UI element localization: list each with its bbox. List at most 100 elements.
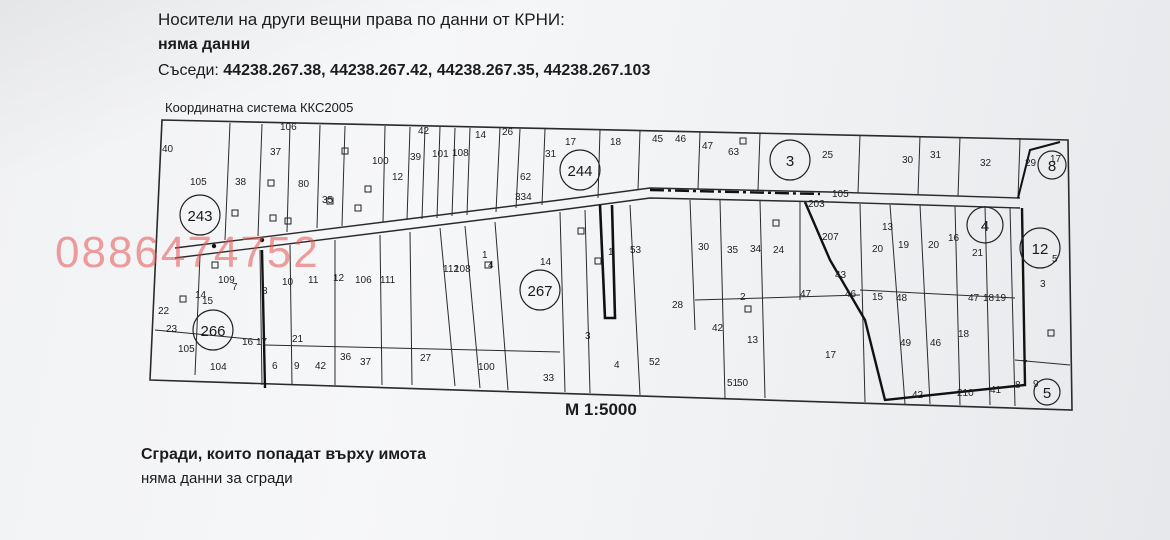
building-symbol (267, 179, 275, 187)
parcel-label: 41 (990, 385, 1002, 396)
parcel-label: 21 (972, 248, 984, 259)
parcel-label: 3 (1040, 279, 1046, 290)
parcel-label: 108 (452, 148, 469, 159)
building-symbol (341, 147, 349, 155)
parcel-label: 18 (610, 137, 622, 148)
parcel-label: 14 (475, 130, 487, 141)
neighbors-label: Съседи: (158, 62, 219, 79)
parcel-label: 210 (957, 388, 974, 399)
building-symbol (772, 219, 780, 227)
building-symbol (354, 204, 362, 212)
block-circle (192, 309, 234, 351)
road-lower (174, 197, 1021, 259)
parcel-label: 105 (832, 189, 849, 200)
parcel-label: 49 (900, 338, 912, 349)
block-circle (519, 269, 561, 311)
map-boundary (149, 119, 1073, 411)
parcel-label: 15 (202, 296, 214, 307)
parcel-label: 16 (948, 233, 960, 244)
parcel-label: 7 (232, 282, 238, 293)
parcel-label: 17 (825, 350, 837, 361)
parcel-label: 4 (614, 360, 620, 371)
parcel-label: 14 (195, 290, 207, 301)
parcel-label: 15 (872, 292, 884, 303)
parcel-label: 9 (294, 361, 300, 372)
parcel-label: 2 (740, 292, 746, 303)
parcel-label: 32 (980, 158, 992, 169)
parcel-label: 42 (712, 323, 724, 334)
parcel-label: 100 (478, 362, 495, 373)
parcel-label: 27 (420, 353, 432, 364)
parcel-label: 80 (298, 179, 310, 190)
parcel-label: 112 (443, 264, 459, 275)
survey-point (259, 237, 265, 243)
block-label: 266 (200, 323, 225, 340)
block-circle (179, 194, 221, 236)
parcel-label: 101 (432, 149, 449, 160)
parcel-label: 14 (540, 257, 552, 268)
block-label: 8 (1048, 158, 1056, 175)
parcel-label: 43 (835, 270, 847, 281)
parcel-label: 47 (800, 289, 812, 300)
parcel-label: 12 (333, 273, 345, 284)
parcel-label: 47 (968, 293, 980, 304)
parcel-label: 30 (698, 242, 710, 253)
parcel-label: 29 (1025, 158, 1037, 169)
parcel-label: 105 (178, 344, 195, 355)
block-label: 244 (567, 163, 592, 180)
parcel-label: 12 (392, 172, 404, 183)
building-symbol (269, 214, 277, 222)
parcel-label: 42 (315, 361, 327, 372)
building-symbol (577, 227, 585, 235)
parcel-label: 105 (190, 177, 207, 188)
block-label: 243 (187, 208, 212, 225)
parcel-label: 334 (515, 192, 532, 203)
parcel-label: 10 (282, 277, 294, 288)
parcel-label: 53 (630, 245, 642, 256)
parcel-label: 50 (737, 378, 749, 389)
building-symbol (594, 257, 602, 265)
building-symbol (739, 137, 747, 145)
block-label: 3 (786, 153, 794, 170)
parcel-label: 8 (262, 286, 268, 297)
block-circle (1033, 378, 1061, 406)
building-symbol (284, 217, 292, 225)
block-label: 12 (1032, 241, 1049, 258)
parcel-label: 16 (242, 337, 254, 348)
parcel-label: 46 (675, 134, 687, 145)
holders-value: няма данни (158, 36, 251, 53)
parcel-label: 52 (649, 357, 661, 368)
parcel-label: 46 (845, 289, 857, 300)
block-label: 4 (981, 218, 989, 235)
parcel-label: 19 (898, 240, 910, 251)
coordinate-system: Координатна система ККС2005 (165, 100, 354, 115)
block-circle (1037, 150, 1067, 180)
parcel-label: 20 (872, 244, 884, 255)
building-symbol (1047, 329, 1055, 337)
parcel-label: 203 (808, 199, 825, 210)
parcel-label: 17 (1050, 154, 1062, 165)
block-label: 267 (527, 283, 552, 300)
parcel-label: 42 (418, 126, 430, 137)
block-circle (559, 149, 601, 191)
parcel-label: 20 (928, 240, 940, 251)
phone-watermark: 0886474752 (55, 228, 320, 277)
parcel-label: 34 (750, 244, 762, 255)
parcel-label: 26 (502, 127, 514, 138)
parcel-label: 18 (983, 293, 995, 304)
parcel-label: 35 (727, 245, 739, 256)
parcel-label: 38 (235, 177, 247, 188)
parcel-label: 40 (162, 144, 174, 155)
parcel-label: 17 (256, 337, 268, 348)
building-symbol (484, 261, 492, 269)
building-symbol (364, 185, 372, 193)
parcel-label: 6 (272, 361, 278, 372)
parcel-label: 106 (280, 122, 297, 133)
parcel-label: 108 (454, 264, 471, 275)
parcel-label: 30 (902, 155, 914, 166)
parcel-label: 25 (822, 150, 834, 161)
parcel-label: 63 (728, 147, 740, 158)
